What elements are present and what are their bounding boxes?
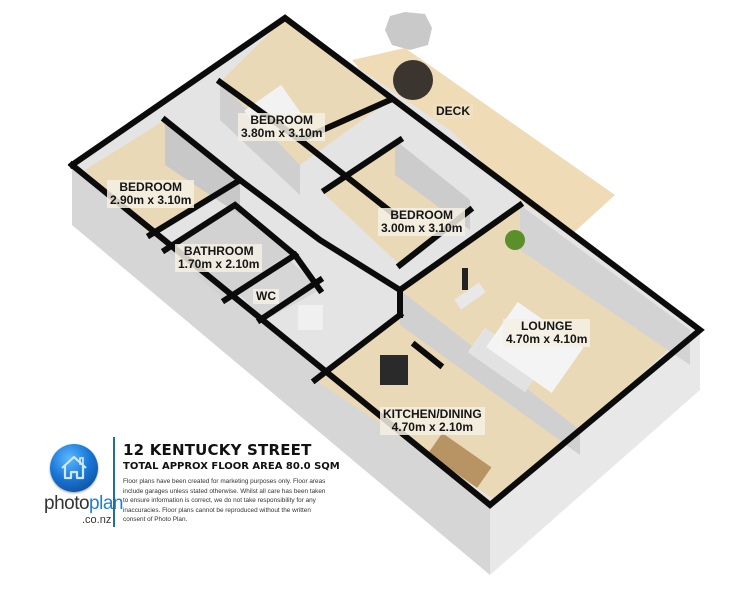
room-label-bedroom-2: BEDROOM 2.90m x 3.10m bbox=[107, 180, 195, 208]
washing-machine bbox=[298, 305, 323, 330]
tv-unit bbox=[454, 282, 486, 310]
room-size: 4.70m x 4.10m bbox=[506, 332, 588, 346]
deck-table bbox=[393, 60, 433, 100]
room-size: 2.90m x 3.10m bbox=[110, 193, 192, 207]
room-label-bedroom-1: BEDROOM 3.80m x 3.10m bbox=[238, 113, 326, 141]
plant bbox=[505, 230, 525, 250]
room-label-bathroom: BATHROOM 1.70m x 2.10m bbox=[175, 244, 263, 272]
room-name: WC bbox=[256, 289, 276, 303]
footer-divider bbox=[113, 437, 115, 527]
room-name: LOUNGE bbox=[521, 319, 573, 333]
room-label-kitchen-dining: KITCHEN/DINING 4.70m x 2.10m bbox=[380, 407, 485, 435]
exterior-wall-right bbox=[490, 330, 700, 575]
property-address: 12 KENTUCKY STREET bbox=[123, 441, 312, 459]
room-label-wc: WC bbox=[253, 289, 279, 304]
room-name: BATHROOM bbox=[183, 244, 254, 258]
fridge bbox=[380, 355, 408, 385]
bedroom-1-floor bbox=[220, 18, 390, 165]
lounge-floor bbox=[400, 205, 690, 430]
room-size: 3.80m x 3.10m bbox=[241, 126, 323, 140]
disclaimer-text: Floor plans have been created for market… bbox=[123, 478, 326, 523]
photoplan-logo: photoplan .co.nz bbox=[44, 444, 124, 534]
deck-umbrella bbox=[385, 12, 432, 50]
room-size: 3.00m x 3.10m bbox=[381, 221, 463, 235]
total-floor-area: TOTAL APPROX FLOOR AREA 80.0 SQM bbox=[123, 461, 340, 472]
room-name: KITCHEN/DINING bbox=[383, 407, 482, 421]
room-name: BEDROOM bbox=[250, 113, 314, 127]
room-label-deck: DECK bbox=[433, 104, 474, 119]
room-name: DECK bbox=[436, 104, 471, 118]
house-icon bbox=[50, 444, 98, 492]
room-label-bedroom-3: BEDROOM 3.00m x 3.10m bbox=[378, 208, 466, 236]
room-name: BEDROOM bbox=[119, 180, 183, 194]
brand-name: photoplan bbox=[44, 493, 123, 514]
room-size: 4.70m x 2.10m bbox=[391, 420, 474, 434]
wall-tops bbox=[67, 14, 705, 509]
room-size: 1.70m x 2.10m bbox=[178, 257, 260, 271]
dining-table bbox=[427, 432, 492, 488]
room-label-lounge: LOUNGE 4.70m x 4.10m bbox=[503, 319, 591, 347]
brand-domain: .co.nz bbox=[82, 514, 112, 526]
tv bbox=[462, 268, 468, 290]
room-name: BEDROOM bbox=[390, 208, 454, 222]
